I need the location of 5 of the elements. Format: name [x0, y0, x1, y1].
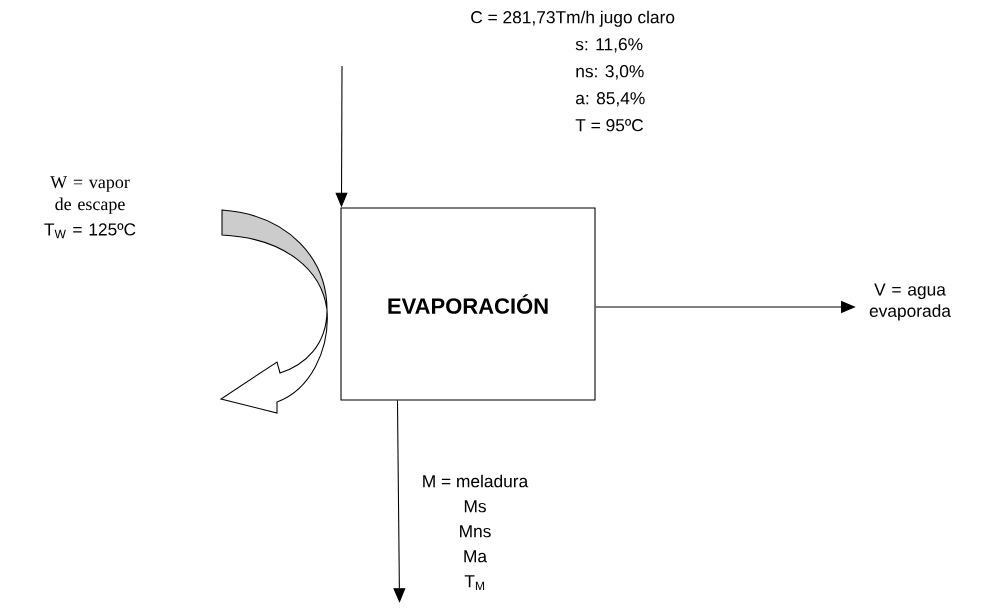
stream-label: V = agua evaporada — [869, 283, 951, 321]
stream-label: C = 281,73Tm/h jugo claro s: 11,6% ns: 3,0% a: 85,4% T = 95ºC — [471, 10, 675, 132]
stream-label: W = vapor de escape T$_{W}$ = 125ºC — [44, 176, 136, 239]
stream-label: M = meladura Ms Mns Ma T$_{M}$ — [423, 474, 529, 591]
process-box: EVAPORACIÓN — [340, 207, 596, 401]
